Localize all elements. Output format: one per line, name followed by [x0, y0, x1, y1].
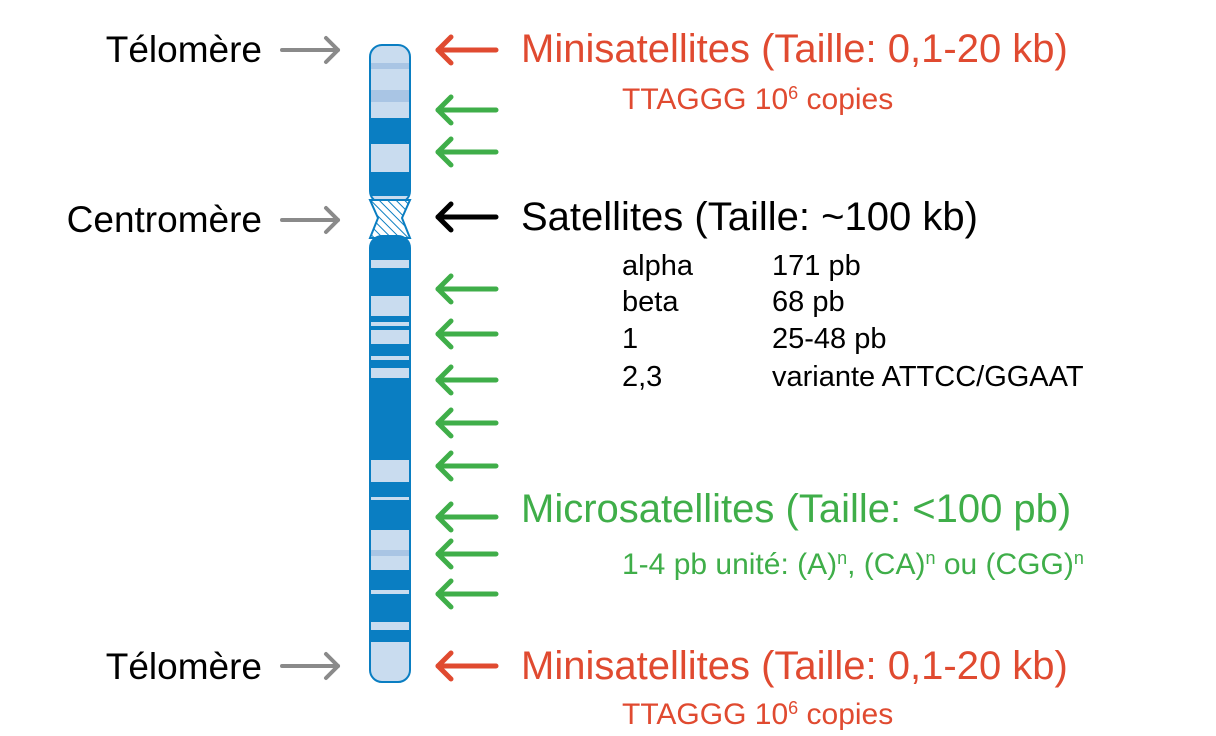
centromere-arrow-icon [280, 206, 340, 234]
satellite-value: 68 pb [772, 286, 845, 318]
green-arrow-icon [435, 501, 499, 533]
telomere-bottom-arrow-icon [280, 652, 340, 680]
telomere-top-arrow-icon [280, 36, 340, 64]
satellite-value: variante ATTCC/GGAAT [772, 361, 1084, 393]
satellite-name: beta [622, 286, 679, 318]
green-arrow-icon [435, 364, 499, 396]
minisatellite-top-arrow-icon [435, 34, 499, 66]
satellite-name: 2,3 [622, 361, 663, 393]
minisatellites-top-title: Minisatellites (Taille: 0,1-20 kb) [521, 27, 1068, 71]
microsatellites-title: Microsatellites (Taille: <100 pb) [521, 487, 1072, 531]
centromere-region [368, 199, 412, 239]
satellite-name: alpha [622, 250, 693, 282]
minisatellites-bottom-detail: TTAGGG 106 copies [622, 698, 894, 731]
telomere-top-label: Télomère [105, 29, 262, 70]
satellite-arrow-icon [435, 201, 499, 233]
green-arrow-icon [435, 273, 499, 305]
satellite-value: 25-48 pb [772, 323, 887, 355]
satellite-name: 1 [622, 323, 639, 355]
chromosome-q-arm [370, 236, 410, 682]
centromere-label: Centromère [66, 199, 262, 240]
satellite-value: 171 pb [772, 250, 861, 282]
microsatellites-detail: 1-4 pb unité: (A)n, (CA)n ou (CGG)n [622, 548, 1084, 581]
green-arrow-icon [435, 450, 499, 482]
satellites-title: Satellites (Taille: ~100 kb) [521, 195, 978, 239]
green-arrow-icon [435, 407, 499, 439]
chromosome-p-arm [370, 45, 410, 203]
telomere-bottom-label: Télomère [105, 646, 262, 687]
minisatellites-bottom-title: Minisatellites (Taille: 0,1-20 kb) [521, 644, 1068, 688]
green-arrow-icon [435, 538, 499, 570]
minisatellites-top-detail: TTAGGG 106 copies [622, 83, 894, 116]
green-arrow-icon [435, 136, 499, 168]
minisatellite-bottom-arrow-icon [435, 650, 499, 682]
green-arrow-icon [435, 578, 499, 610]
green-arrow-icon [435, 94, 499, 126]
green-arrow-icon [435, 318, 499, 350]
